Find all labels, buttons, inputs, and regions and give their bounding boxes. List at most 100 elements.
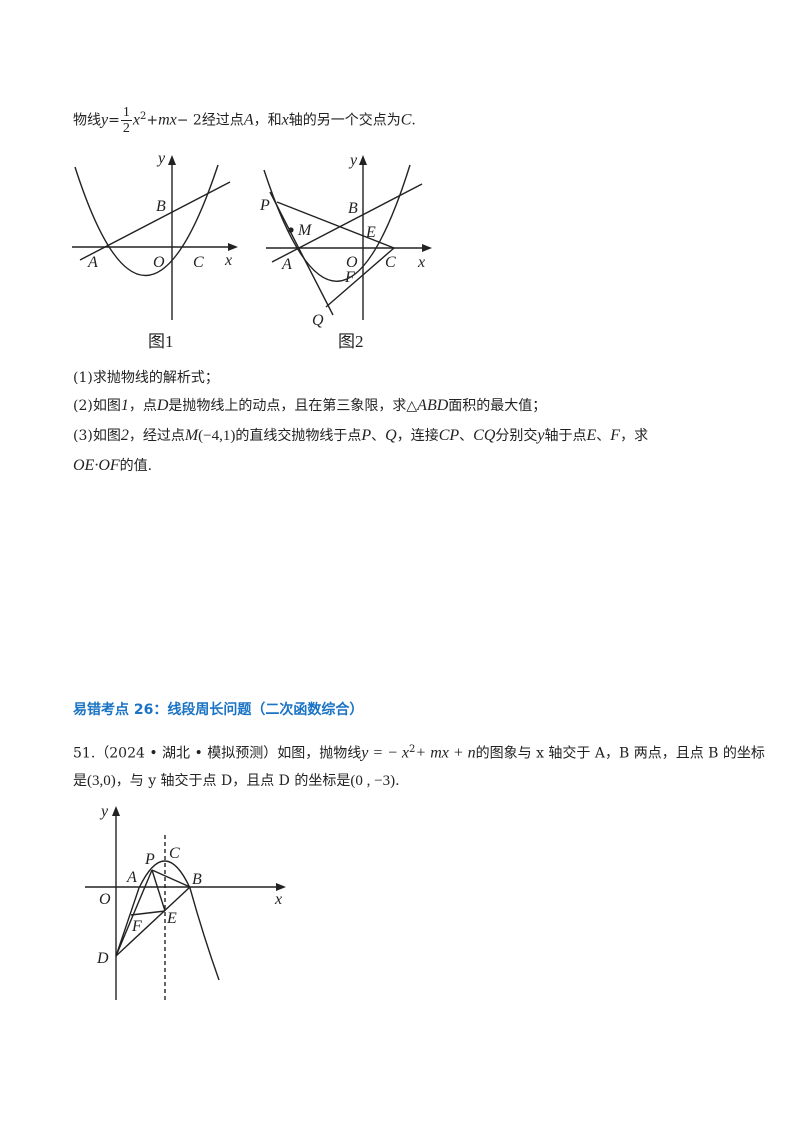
line-fe — [130, 910, 166, 916]
var-ABD: ABD — [417, 397, 449, 414]
label-B: B — [156, 198, 166, 215]
text: ，点 — [128, 398, 157, 414]
label-B: B — [348, 200, 358, 217]
section-heading: 易错考点 26：线段周长问题（二次函数综合） — [73, 702, 364, 718]
text: 面积的最大值； — [448, 398, 547, 414]
var-D: D — [156, 397, 169, 414]
figure-51: y x P C A B O F E D — [85, 803, 286, 1000]
text: 是抛物线上的动点，且在第三象限，求△ — [168, 398, 418, 414]
var-F: F — [610, 427, 621, 444]
text: (2)如图 — [73, 398, 121, 414]
var-C: C — [400, 111, 412, 129]
text: + — [146, 112, 159, 129]
caption-fig1: 图1 — [148, 332, 174, 351]
line-db — [115, 886, 191, 957]
exponent: 2 — [139, 110, 147, 122]
text: . — [411, 112, 416, 129]
equation: y = − x — [361, 744, 410, 762]
text: = — [108, 112, 120, 129]
x-axis-arrow — [422, 244, 432, 252]
var-CQ: CQ — [473, 427, 496, 444]
text: 、 — [371, 428, 386, 444]
text: ，求 — [620, 428, 649, 444]
label-E: E — [166, 910, 177, 927]
figure-1: y x B A O C 图1 — [72, 150, 238, 351]
line-pq — [269, 191, 334, 316]
expr-oe-of: OE·OF — [73, 457, 120, 474]
line-cp — [276, 201, 395, 249]
label-O: O — [153, 254, 165, 271]
label-A: A — [87, 254, 98, 271]
coord-B: (3,0) — [87, 773, 116, 789]
label-O: O — [346, 254, 358, 271]
x-axis-arrow — [276, 883, 286, 891]
question-3: (3)如图2，经过点M(−4,1)的直线交抛物线于点P、Q，连接CP、CQ分别交… — [73, 426, 648, 446]
text: 的值. — [119, 458, 153, 474]
parabola — [263, 164, 411, 282]
line-pe — [151, 869, 166, 912]
question-1: (1)求抛物线的解析式； — [73, 370, 219, 386]
var-A: A — [243, 111, 254, 129]
text: ，和 — [253, 112, 282, 129]
text: 、 — [596, 428, 611, 444]
label-O: O — [99, 891, 111, 908]
label-x: x — [274, 891, 282, 908]
line-da — [115, 887, 140, 957]
text: （2024 • 湖北 • 模拟预测）如图，抛物线 — [95, 745, 362, 762]
label-P: P — [259, 197, 270, 214]
label-C: C — [193, 254, 204, 271]
var-x: x — [281, 111, 289, 129]
label-M: M — [297, 222, 313, 239]
coord-M: (−4,1) — [198, 428, 236, 444]
text: 的图象与 x 轴交于 A，B 两点，且点 B 的坐标 — [475, 745, 765, 762]
var-mx: mx — [158, 111, 177, 129]
label-y: y — [348, 152, 358, 169]
num: 2 — [120, 427, 129, 444]
line-pb — [151, 869, 191, 888]
label-F: F — [344, 269, 355, 286]
var-y: y — [537, 427, 545, 444]
y-axis-arrow — [112, 806, 120, 816]
line-dp — [115, 869, 153, 957]
text: . — [395, 773, 400, 789]
text: 的直线交抛物线于点 — [235, 428, 362, 444]
var-M: M — [184, 427, 199, 444]
label-C: C — [169, 845, 180, 862]
text: 是 — [73, 773, 87, 789]
problem-number: 51. — [73, 745, 96, 762]
question-3-line2: OE·OF的值. — [73, 456, 152, 476]
label-x: x — [417, 254, 425, 271]
var-Q: Q — [385, 427, 397, 444]
label-A: A — [126, 869, 137, 886]
label-y: y — [99, 803, 109, 820]
label-F: F — [131, 918, 142, 935]
text: (3)如图 — [73, 428, 121, 444]
label-P: P — [144, 851, 155, 868]
problem-51-line2: 是(3,0)，与 y 轴交于点 D，且点 D 的坐标是(0 , −3). — [73, 771, 400, 791]
point-m — [288, 227, 294, 233]
y-axis-arrow — [359, 155, 367, 165]
y-axis-arrow — [168, 155, 176, 165]
label-x: x — [224, 252, 232, 269]
label-C: C — [385, 254, 396, 271]
text: 经过点 — [201, 112, 244, 129]
text: ，连接 — [396, 428, 439, 444]
frac-num: 1 — [120, 105, 132, 121]
text: ，与 y 轴交于点 D，且点 D 的坐标是 — [115, 773, 351, 789]
parabola — [74, 164, 219, 276]
parabola — [138, 860, 220, 981]
coord-D: (0 , −3) — [350, 773, 396, 789]
label-A: A — [281, 256, 292, 273]
figure-2: y x P M B E A O F C Q 图2 — [259, 152, 432, 351]
text: 、 — [459, 428, 474, 444]
label-Q: Q — [312, 312, 324, 329]
frac-den: 2 — [122, 121, 130, 136]
text: 轴的另一个交点为 — [288, 112, 401, 129]
question-2: (2)如图1，点D是抛物线上的动点，且在第三象限，求△ABD面积的最大值； — [73, 396, 546, 416]
caption-fig2: 图2 — [338, 332, 364, 351]
line-cq — [325, 247, 395, 308]
x-axis-arrow — [228, 243, 238, 251]
line-ab — [79, 181, 231, 261]
text: 分别交 — [495, 428, 538, 444]
